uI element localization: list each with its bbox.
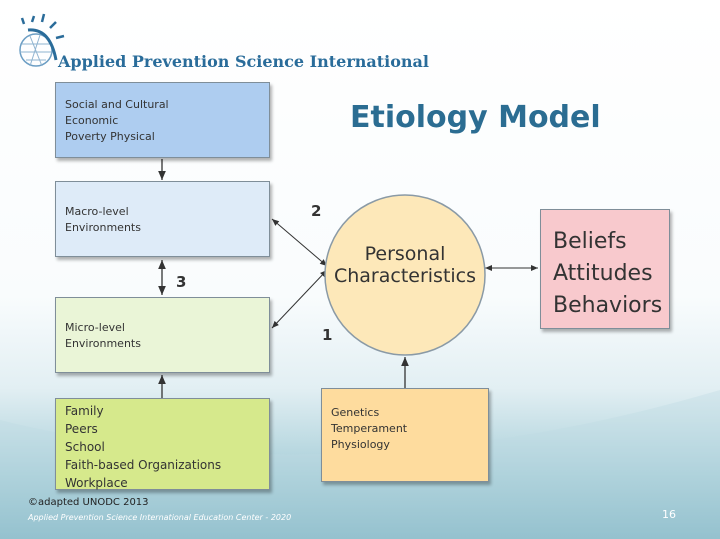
box-line: Behaviors [553, 293, 663, 318]
macro-box: Macro-level Environments [55, 181, 270, 257]
box-line: Physiology [331, 438, 390, 451]
page-number: 16 [662, 508, 676, 521]
box-line: Workplace [65, 476, 128, 490]
label-3: 3 [176, 273, 187, 291]
page-title: Etiology Model [350, 100, 601, 135]
biological-box: Genetics Temperament Physiology [321, 388, 489, 482]
box-line: Environments [65, 337, 141, 350]
box-line: Environments [65, 221, 141, 234]
box-line: Attitudes [553, 261, 653, 286]
outcomes-box: Beliefs Attitudes Behaviors [540, 209, 670, 329]
box-line: Peers [65, 422, 98, 436]
box-line: Economic [65, 114, 119, 127]
arrow-circle-micro [271, 269, 328, 329]
circle-label-line: Personal [364, 243, 446, 265]
box-line: Micro-level [65, 321, 125, 334]
box-line: Social and Cultural [65, 98, 169, 111]
box-line: Genetics [331, 406, 380, 419]
label-2: 2 [311, 202, 322, 220]
box-line: Faith-based Organizations [65, 458, 222, 472]
brand-name: Applied Prevention Science International [58, 52, 429, 71]
micro-box: Micro-level Environments [55, 297, 270, 373]
logo-icon [19, 13, 65, 67]
micro-sources-box: Family Peers School Faith-based Organiza… [55, 398, 270, 490]
box-line: Poverty Physical [65, 130, 155, 143]
arrow-circle-macro [271, 218, 328, 267]
circle-label: Personal Characteristics [325, 243, 485, 287]
box-line: Macro-level [65, 205, 129, 218]
label-1: 1 [322, 326, 333, 344]
box-line: Family [65, 404, 104, 418]
societal-box: Social and Cultural Economic Poverty Phy… [55, 82, 270, 158]
box-line: Beliefs [553, 229, 627, 254]
org-footer: Applied Prevention Science International… [28, 513, 292, 522]
box-line: Temperament [331, 422, 408, 435]
box-line: School [65, 440, 105, 454]
personal-characteristics-circle [324, 194, 486, 356]
credit-text: ©adapted UNODC 2013 [28, 497, 149, 508]
circle-label-line: Characteristics [333, 265, 477, 287]
